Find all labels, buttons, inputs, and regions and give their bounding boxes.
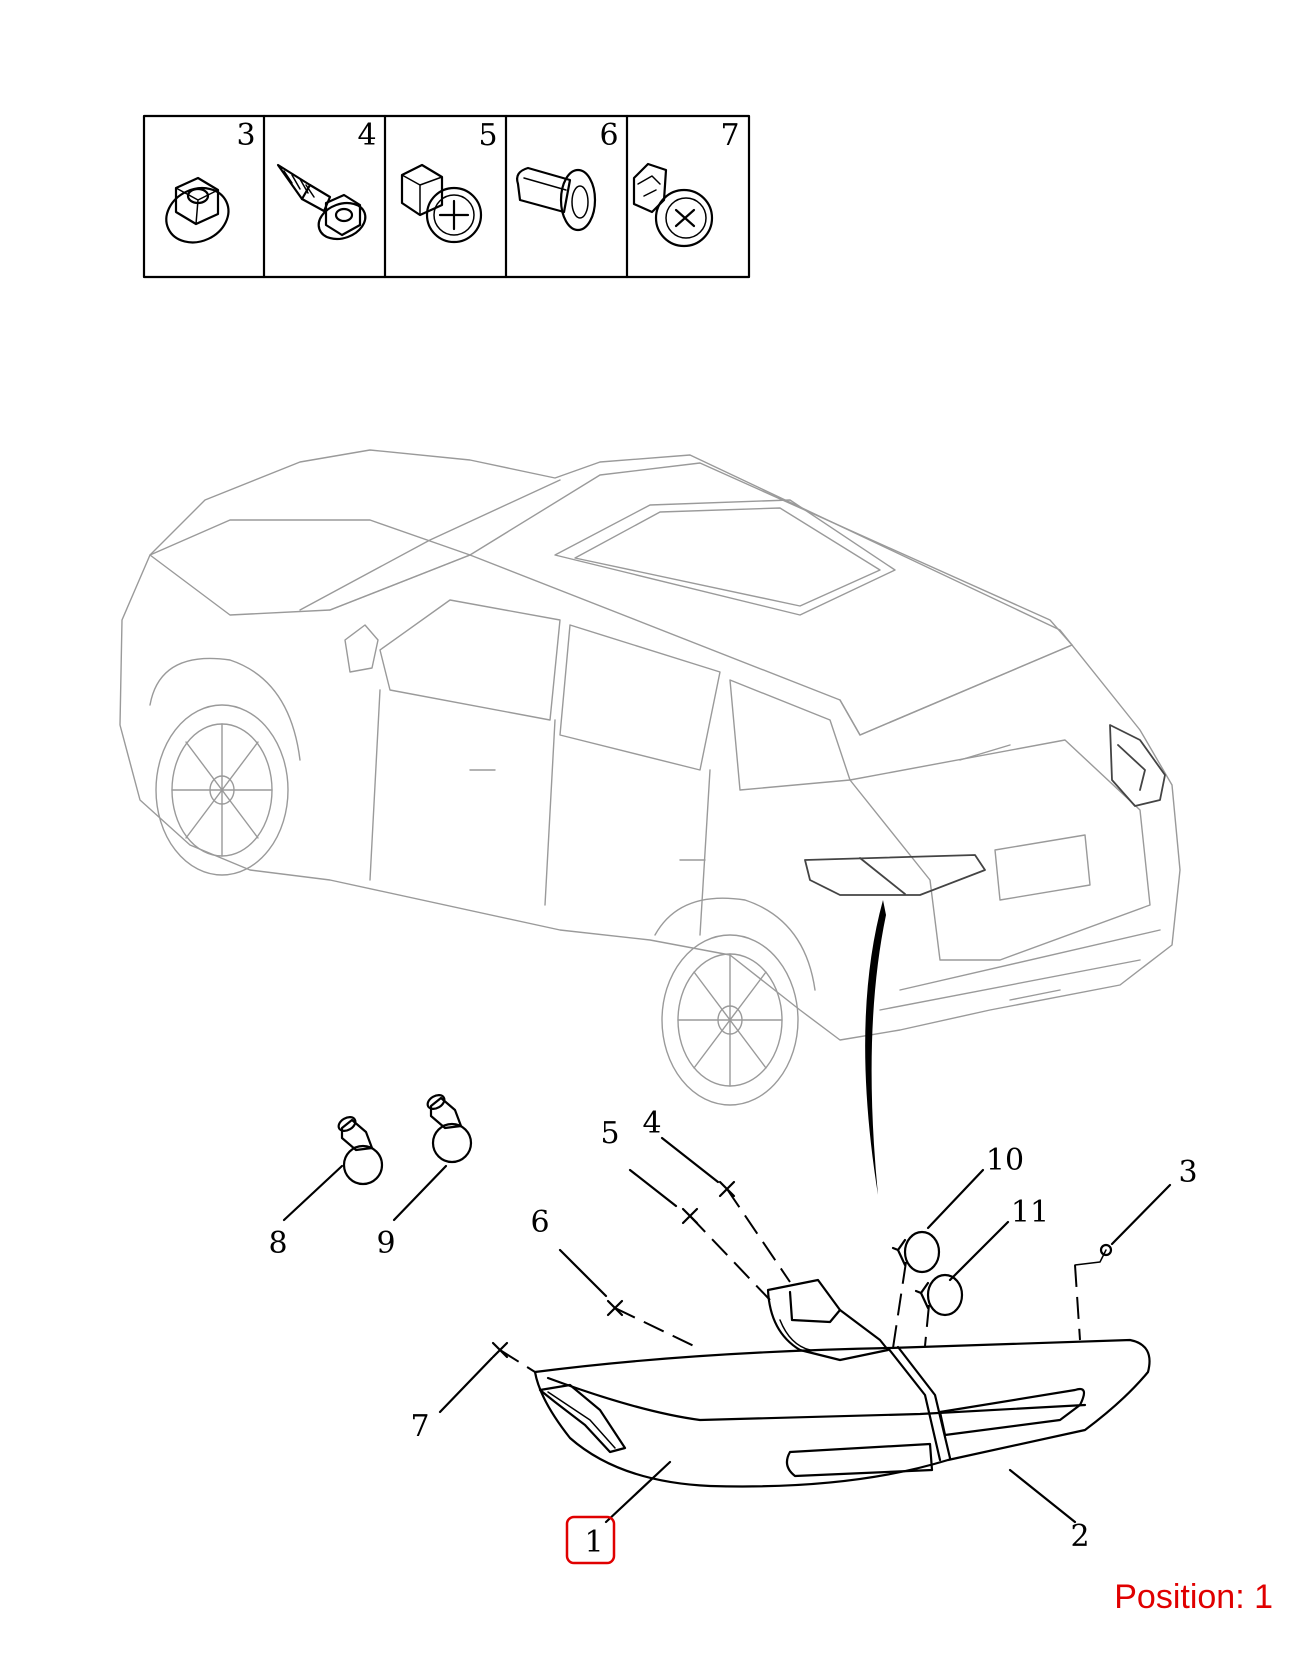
leader-10: [926, 1168, 985, 1230]
leader-7: [438, 1356, 494, 1414]
vehicle-right-taillamp: [1109, 724, 1166, 807]
front-wheel: [149, 657, 301, 876]
bulb-8: [337, 1116, 384, 1186]
callout-10[interactable]: 10: [986, 1143, 1024, 1178]
rear-wheel: [654, 897, 816, 1106]
panel-number-5: 5: [478, 118, 497, 153]
bulb-9: [426, 1094, 473, 1164]
push-clip-icon: [400, 163, 483, 244]
leader-3: [1110, 1183, 1172, 1246]
leader-4: [660, 1136, 720, 1184]
callout-5[interactable]: 5: [600, 1116, 619, 1151]
side-mirror: [344, 624, 379, 673]
fastener-panel-frame: [142, 114, 751, 279]
zoom-leader: [865, 900, 886, 1195]
lamp-mount-bracket: [766, 1278, 890, 1362]
vehicle-left-taillamp: [804, 854, 986, 896]
flange-nut-icon: [165, 176, 230, 244]
vehicle-illustration: [119, 449, 1181, 1106]
leader-1: [604, 1460, 672, 1524]
callout-1[interactable]: 1: [584, 1525, 603, 1560]
callout-4[interactable]: 4: [642, 1106, 661, 1141]
callout-9[interactable]: 9: [376, 1226, 395, 1261]
panel-number-4: 4: [357, 118, 376, 153]
fastener-panel: 3 4 5 6 7: [142, 114, 751, 279]
callout-leaders: [282, 1136, 1172, 1524]
panel-number-7: 7: [720, 118, 739, 153]
leader-9: [392, 1164, 448, 1222]
leader-11: [948, 1220, 1010, 1282]
part-1-outer-lamp: [533, 1338, 1151, 1488]
front-window: [379, 599, 561, 721]
callout-8[interactable]: 8: [268, 1226, 287, 1261]
callout-11[interactable]: 11: [1011, 1195, 1049, 1230]
position-label: Position: 1: [1114, 1578, 1273, 1616]
leader-2: [1008, 1468, 1077, 1524]
panel-number-6: 6: [599, 118, 618, 153]
bulb-holder-11: [914, 1273, 964, 1317]
leader-5: [628, 1168, 678, 1208]
tapping-screw-icon: [276, 163, 367, 241]
callout-7[interactable]: 7: [410, 1409, 429, 1444]
tail-lamp-assembly: [533, 1278, 1151, 1488]
fastener-markers: [491, 1180, 736, 1359]
callout-6[interactable]: 6: [530, 1205, 549, 1240]
nut-3-marker: [1099, 1243, 1113, 1257]
expansion-clip-icon: [632, 162, 714, 248]
installation-lines: [499, 1188, 1107, 1373]
leader-6: [558, 1248, 608, 1298]
panel-number-3: 3: [236, 118, 255, 153]
plastic-rivet-icon: [516, 166, 597, 232]
part-2-inner-lamp: [938, 1387, 1086, 1437]
callout-2[interactable]: 2: [1070, 1519, 1089, 1554]
bulb-holder-10: [891, 1230, 941, 1274]
leader-8: [282, 1164, 344, 1222]
selected-callout-highlight: [565, 1515, 616, 1565]
callout-numbers: 1 2 3 4 5 6 7 8 9 10 11: [268, 1106, 1198, 1565]
tailgate: [849, 739, 1151, 961]
license-plate: [994, 834, 1091, 901]
callout-3[interactable]: 3: [1178, 1155, 1197, 1190]
sunroof: [554, 499, 896, 616]
rear-window: [559, 624, 721, 771]
